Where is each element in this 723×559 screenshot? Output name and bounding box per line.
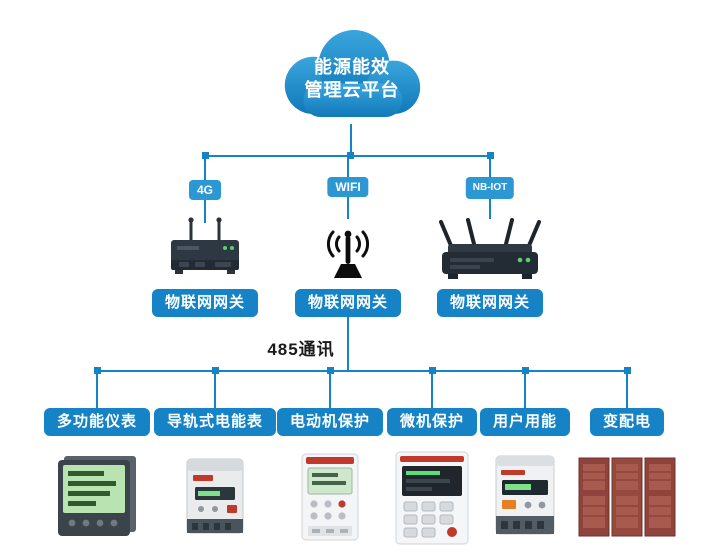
badge-4g: 4G — [188, 180, 222, 200]
drop-line-device-2 — [214, 372, 216, 408]
connector-cloud-to-bus — [350, 124, 352, 156]
gateway-label-3: 物联网网关 — [436, 289, 544, 317]
cloud-label-line2: 管理云平台 — [304, 80, 400, 100]
user-energy-meter-image — [488, 452, 562, 540]
device-label-power-distribution: 变配电 — [589, 408, 665, 436]
connector-node — [327, 367, 334, 374]
4g-router-image — [163, 216, 247, 284]
badge-wifi: WIFI — [327, 177, 369, 197]
multifunction-meter-image — [54, 452, 140, 540]
connector-node — [522, 367, 529, 374]
device-label-motor-protection: 电动机保护 — [276, 408, 384, 436]
connector-node — [202, 152, 209, 159]
connector-node — [94, 367, 101, 374]
wifi-antenna-icon — [320, 220, 376, 282]
device-label-multifunction-meter: 多功能仪表 — [43, 408, 151, 436]
bus-485-label: 485通讯 — [267, 340, 335, 359]
nbiot-router-image — [432, 214, 548, 284]
drop-line-device-3 — [329, 372, 331, 408]
gateway-label-1: 物联网网关 — [151, 289, 259, 317]
power-distribution-cabinet-image — [577, 452, 677, 542]
device-label-din-rail-meter: 导轨式电能表 — [153, 408, 277, 436]
microcomputer-protection-image — [392, 448, 472, 548]
cloud-platform-icon — [284, 30, 421, 118]
drop-line-device-6 — [626, 372, 628, 408]
din-rail-meter-image — [179, 455, 251, 539]
drop-line-device-1 — [96, 372, 98, 408]
connector-node — [347, 152, 354, 159]
connector-node — [429, 367, 436, 374]
connector-node — [212, 367, 219, 374]
connector-node — [624, 367, 631, 374]
connector-gateway-to-485bus — [347, 317, 349, 371]
device-bus-line — [96, 370, 628, 372]
cloud-platform-label: 能源能效 管理云平台 — [268, 56, 436, 102]
badge-nbiot: NB-IOT — [465, 177, 515, 199]
connector-node — [487, 152, 494, 159]
drop-line-device-4 — [431, 372, 433, 408]
cloud-label-line1: 能源能效 — [314, 57, 390, 77]
motor-protection-image — [298, 450, 362, 544]
drop-line-device-5 — [524, 372, 526, 408]
device-label-user-energy: 用户用能 — [479, 408, 571, 436]
cloud-platform: 能源能效 管理云平台 — [268, 24, 436, 128]
gateway-label-2: 物联网网关 — [294, 289, 402, 317]
device-label-microcomputer-protection: 微机保护 — [386, 408, 478, 436]
